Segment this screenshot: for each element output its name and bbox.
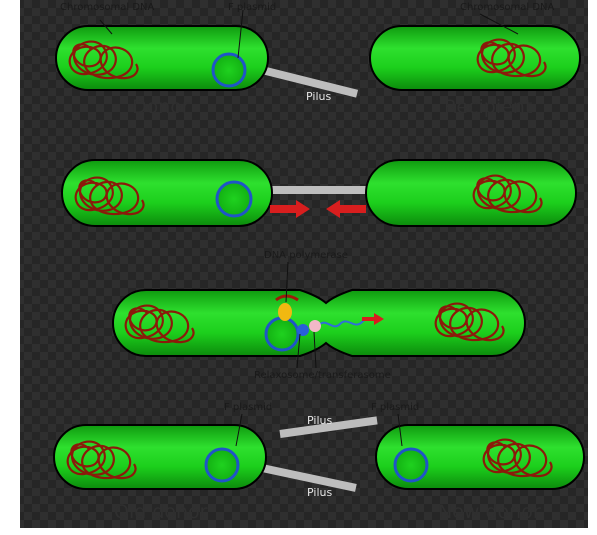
f-plasmid xyxy=(215,180,253,218)
row-1-attachment: Chromosomal DNA F plasmid Chromosomal DN… xyxy=(55,2,581,118)
chromosomal-dna-label: Chromosomal DNA xyxy=(460,2,555,13)
f-plasmid xyxy=(204,447,240,483)
pilus-label: Pilus xyxy=(306,90,331,103)
new-donor-cell xyxy=(375,424,585,490)
pilus-label: Pilus xyxy=(307,414,332,427)
f-plasmid xyxy=(264,316,300,352)
recipient-label: Recipient xyxy=(444,96,532,118)
pilus xyxy=(261,66,359,98)
f-plasmid xyxy=(393,447,429,483)
dna-polymerase-shape xyxy=(278,303,292,321)
right-arrow xyxy=(270,200,310,218)
left-arrow xyxy=(326,200,366,218)
pilus-label: Pilus xyxy=(307,486,332,499)
relaxosome-label: Relaxosome/transferasome xyxy=(254,370,391,381)
relaxosome-shape xyxy=(297,324,309,336)
recipient-cell xyxy=(369,25,581,91)
new-donor-label: New donor xyxy=(438,501,541,523)
old-donor-label: Old donor xyxy=(114,501,208,523)
f-plasmid-label: F plasmid xyxy=(224,402,272,413)
f-plasmid-label: F plasmid xyxy=(228,2,276,13)
pilus xyxy=(279,416,378,438)
chromosomal-dna-label: Chromosomal DNA xyxy=(60,2,155,13)
row-2-retraction xyxy=(61,159,577,227)
row-3-transfer: DNA polymerase Relaxosome/transferasome xyxy=(112,250,526,381)
recipient-cell xyxy=(365,159,577,227)
donor-label: Donor xyxy=(132,96,190,118)
transfer-arrow xyxy=(362,313,384,325)
pilus xyxy=(262,186,374,194)
f-plasmid xyxy=(211,52,247,88)
f-plasmid-label: F plasmid xyxy=(371,402,419,413)
dna-polymerase-label: DNA polymerase xyxy=(264,250,348,261)
row-4-result: F plasmid F plasmid Pilus Pilus Old dono… xyxy=(53,402,585,523)
transferasome-shape xyxy=(309,320,321,332)
pilus xyxy=(261,464,357,492)
